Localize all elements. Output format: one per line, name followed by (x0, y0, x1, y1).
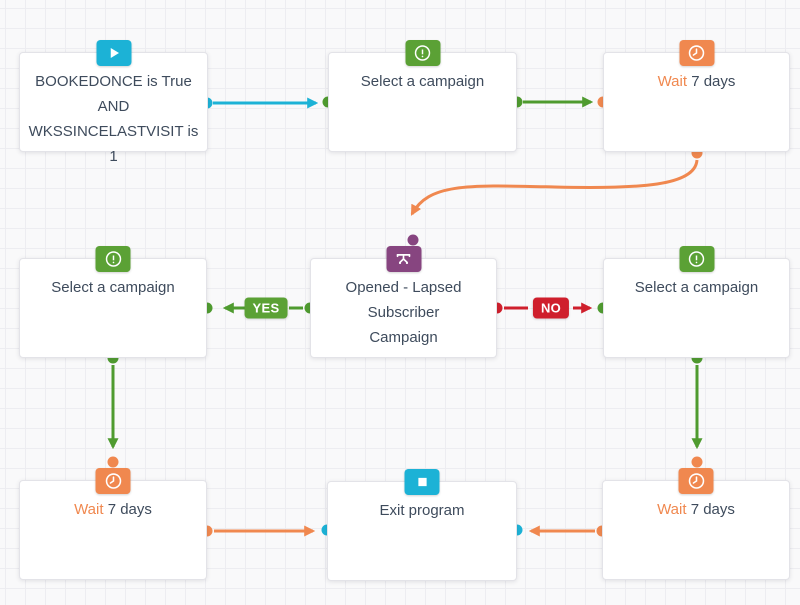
campaign-alert-icon (95, 246, 131, 272)
label-text: Wait (657, 73, 692, 90)
label-text: Select a campaign (634, 279, 759, 296)
node-wait-3[interactable]: Wait 7 days (602, 468, 790, 580)
stop-icon (404, 469, 440, 495)
node-trigger[interactable]: BOOKEDONCE is True AND WKSSINCELASTVISIT … (19, 40, 208, 165)
campaign-alert-icon (405, 40, 440, 66)
label-text: BOOKEDONCE is True AND (35, 73, 192, 115)
connector-dot[interactable] (407, 234, 419, 246)
connector-dot[interactable] (107, 456, 119, 468)
node-select-campaign-1[interactable]: Select a campaign (328, 40, 517, 152)
node-wait-1[interactable]: Wait 7 days (603, 40, 790, 152)
node-exit-program[interactable]: Exit program (327, 469, 517, 581)
node-label: Wait 7 days (610, 69, 783, 94)
label-text: Wait (74, 501, 108, 518)
node-select-campaign-3[interactable]: Select a campaign (603, 246, 790, 358)
label-text: Campaign (369, 329, 438, 346)
play-icon (96, 40, 131, 66)
label-text: 7 days (690, 501, 735, 518)
node-label: Exit program (334, 498, 510, 523)
clock-icon (95, 468, 131, 494)
edge-wait1-to-decision (410, 159, 699, 216)
label-text: 7 days (107, 501, 152, 518)
node-wait-2[interactable]: Wait 7 days (19, 468, 207, 580)
label-text: Select a campaign (51, 279, 175, 296)
node-label: Wait 7 days (26, 497, 200, 522)
node-label: Select a campaign (335, 69, 510, 94)
node-label: Select a campaign (26, 275, 200, 300)
clock-icon (679, 40, 714, 66)
yes-badge: YES (244, 297, 288, 319)
campaign-alert-icon (679, 246, 714, 272)
label-text: Select a campaign (360, 73, 485, 90)
connector-dot[interactable] (691, 456, 703, 468)
node-label: BOOKEDONCE is True AND WKSSINCELASTVISIT … (26, 69, 201, 169)
label-text: WKSSINCELASTVISIT is 1 (28, 123, 199, 165)
split-icon (386, 246, 421, 272)
label-text: Wait (657, 501, 691, 518)
label-text: Opened - Lapsed Subscriber (345, 279, 462, 321)
clock-icon (678, 468, 714, 494)
node-select-campaign-2[interactable]: Select a campaign (19, 246, 207, 358)
label-text: 7 days (691, 73, 736, 90)
no-badge: NO (532, 297, 570, 319)
node-label: Wait 7 days (609, 497, 783, 522)
label-text: Exit program (379, 502, 465, 519)
node-label: Select a campaign (610, 275, 783, 300)
